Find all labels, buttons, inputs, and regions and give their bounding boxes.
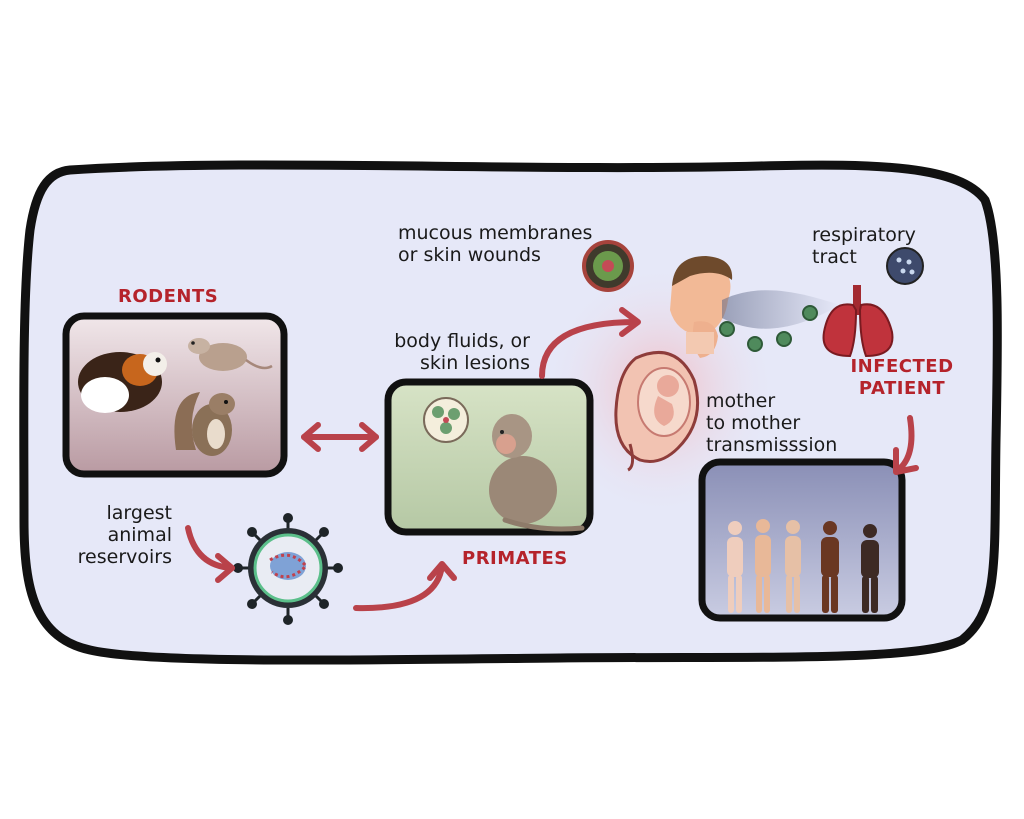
rodents-label: RODENTS [118,286,218,308]
mother-line-3: transmisssion [706,434,837,456]
mother-caption: mother to mother transmisssion [706,390,837,456]
body-fluids-caption: body fluids, or skin lesions [340,330,530,374]
respiratory-line-1: respiratory [812,224,916,246]
reservoirs-caption: largest animal reservoirs [68,502,172,568]
mucous-caption: mucous membranes or skin wounds [398,222,592,266]
respiratory-line-2: tract [812,246,916,268]
mother-line-2: to mother [706,412,837,434]
primates-label: PRIMATES [462,548,568,570]
infected-patient-line-1: INFECTED [842,356,962,378]
mucous-line-1: mucous membranes [398,222,592,244]
reservoirs-line-1: largest [68,502,172,524]
infected-patient-line-2: PATIENT [842,378,962,400]
mother-line-1: mother [706,390,837,412]
virus-icon [233,513,343,625]
mucous-line-2: or skin wounds [398,244,592,266]
rodents-photo [66,316,284,474]
respiratory-caption: respiratory tract [812,224,916,268]
infected-cells-icon [424,398,468,442]
reservoirs-line-2: animal [68,524,172,546]
body-fluids-line-1: body fluids, or [340,330,530,352]
body-fluids-line-2: skin lesions [340,352,530,374]
infected-patient-label: INFECTED PATIENT [842,356,962,400]
reservoirs-line-3: reservoirs [68,546,172,568]
human-figures-photo [702,462,902,618]
monkey-photo [388,382,590,532]
